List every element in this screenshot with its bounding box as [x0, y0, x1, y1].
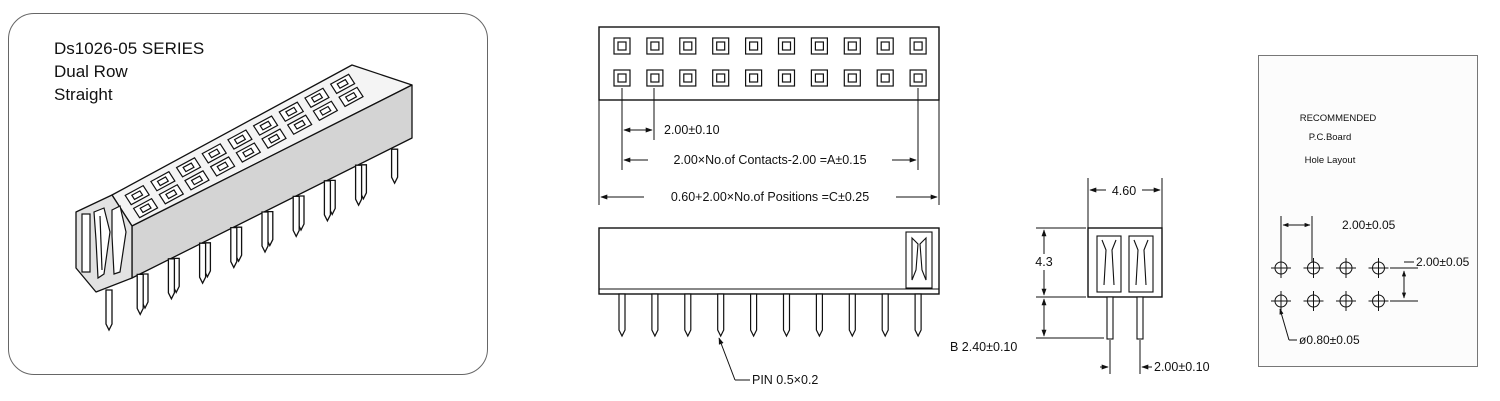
iso-pin	[136, 273, 144, 316]
iso-contact-inner	[344, 91, 358, 102]
iso-contact-inner	[319, 105, 332, 116]
top-view-contact-inner	[781, 73, 792, 83]
front-view-pin	[618, 293, 626, 338]
iso-pin	[323, 180, 332, 223]
top-view-contact-inner	[650, 73, 660, 83]
top-view-contact-inner	[814, 73, 825, 83]
iso-pin	[354, 164, 363, 207]
iso-pin	[230, 226, 238, 270]
iso-contact-inner	[130, 190, 144, 201]
front-view-pin	[881, 293, 889, 338]
front-view-pin	[717, 293, 725, 338]
iso-contact-inner	[216, 161, 229, 172]
pcb-hole-diameter-label: ø0.80±0.05	[1299, 333, 1360, 347]
iso-contact-inner	[139, 203, 152, 214]
row-pitch-label: 2.00±0.10	[1154, 360, 1210, 374]
top-view-contact-inner	[847, 41, 857, 51]
top-view-contact-inner	[880, 73, 890, 83]
iso-contact-inner	[293, 119, 306, 130]
iso-contact-inner	[190, 175, 204, 186]
front-view-pin	[914, 293, 922, 338]
front-view-outline	[598, 227, 940, 295]
top-view-contact-inner	[913, 41, 923, 51]
b-label: B 2.40±0.10	[950, 340, 1017, 354]
top-view-contact-inner	[683, 41, 693, 51]
iso-contact-inner	[233, 134, 247, 145]
contacts-formula-label: 2.00×No.of Contacts-2.00 =A±0.15	[673, 153, 866, 167]
iso-pin	[198, 242, 207, 285]
top-view-contact-inner	[716, 41, 726, 51]
front-view-pin	[684, 293, 692, 338]
pitch-label: 2.00±0.10	[664, 123, 720, 137]
front-view-pin	[848, 293, 856, 338]
top-view-contact-inner	[748, 73, 759, 83]
iso-contact-inner	[336, 78, 349, 89]
pcb-heading-board: P.C.Board	[1309, 132, 1352, 143]
pcb-pitch-x-label: 2.00±0.05	[1342, 218, 1396, 232]
iso-contact-inner	[165, 189, 178, 200]
height-label: 4.3	[1035, 255, 1052, 269]
pin-size-label: PIN 0.5×0.2	[752, 373, 818, 387]
iso-contact-inner	[285, 106, 298, 117]
iso-pin	[167, 258, 176, 301]
top-view-contact-inner	[913, 73, 923, 83]
iso-pin	[390, 148, 399, 185]
positions-formula-label: 0.60+2.00×No.of Positions =C±0.25	[671, 190, 869, 204]
front-view-pin	[782, 293, 791, 338]
series-title: Ds1026-05 SERIES	[54, 39, 205, 58]
iso-contact-inner	[156, 176, 170, 187]
iso-pin	[292, 195, 300, 238]
top-view-contact-inner	[880, 41, 890, 51]
pcb-pitch-y-label: 2.00±0.05	[1416, 255, 1470, 269]
iso-contact-inner	[242, 147, 255, 158]
iso-pin	[261, 211, 269, 254]
top-view-contact-inner	[814, 41, 825, 51]
top-view-contact-inner	[748, 41, 759, 51]
iso-pin	[105, 289, 113, 332]
iso-contact-inner	[207, 148, 221, 159]
top-view-contact-inner	[617, 73, 627, 83]
isometric-connector-drawing	[75, 64, 413, 332]
top-view-contact-inner	[617, 41, 627, 51]
width-label: 4.60	[1112, 184, 1136, 198]
iso-contact-inner	[182, 162, 195, 173]
pcb-heading-layout: Hole Layout	[1305, 155, 1356, 166]
iso-contact-inner	[259, 120, 272, 131]
front-view-pin	[651, 293, 659, 338]
top-view-contact-inner	[650, 41, 660, 51]
pcb-layout-panel	[1258, 55, 1478, 367]
pcb-heading-recommended: RECOMMENDED	[1300, 113, 1377, 124]
top-view-contact-inner	[847, 73, 857, 83]
front-view-pin	[750, 293, 758, 338]
top-view-contact-inner	[781, 41, 792, 51]
iso-contact-inner	[310, 92, 324, 103]
iso-contact-inner	[267, 133, 281, 144]
row-type-label: Dual Row	[54, 62, 128, 81]
top-view-contact-inner	[683, 73, 693, 83]
top-view-contact-inner	[716, 73, 726, 83]
mount-style-label: Straight	[54, 85, 113, 104]
front-view-pin	[815, 293, 823, 338]
